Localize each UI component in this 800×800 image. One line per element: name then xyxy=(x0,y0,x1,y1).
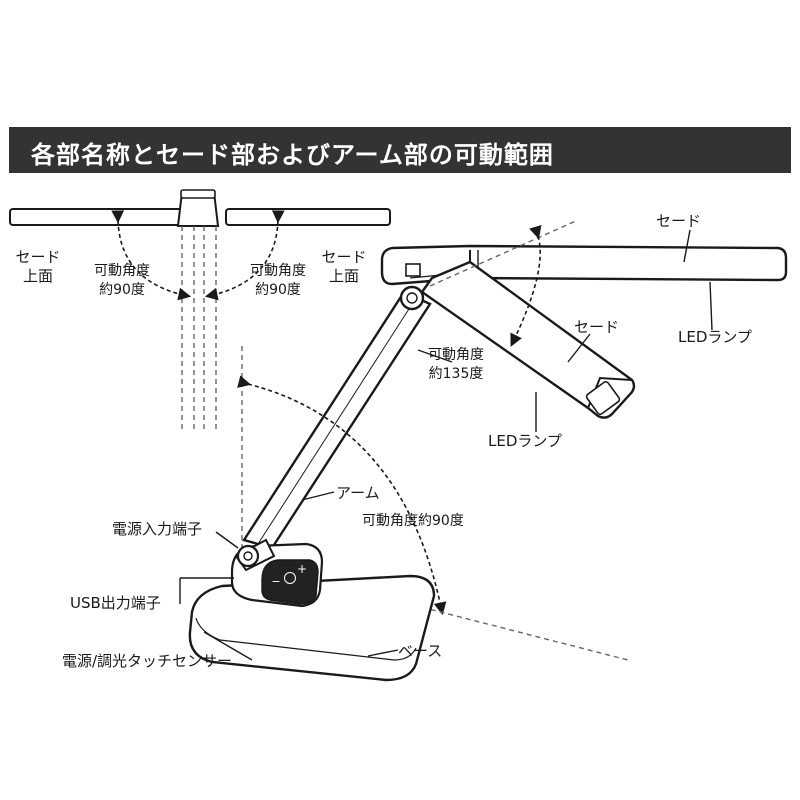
label-power-input: 電源入力端子 xyxy=(112,520,203,538)
shade-top-view xyxy=(9,189,391,430)
label-led-lamp-lowered: LEDランプ xyxy=(488,432,562,450)
label-angle-90-right: 可動角度約90度 xyxy=(250,263,306,298)
lamp-base xyxy=(188,538,436,682)
angle-arc-left xyxy=(111,210,192,301)
label-usb-output: USB出力端子 xyxy=(70,594,161,612)
leader-lines xyxy=(179,229,713,661)
shade-bar-right xyxy=(225,208,391,226)
touch-plus-icon: + xyxy=(296,562,308,576)
label-arm-angle: 可動角度約90度 xyxy=(362,513,464,529)
angle-arc-right xyxy=(204,210,285,301)
shade-rotated-dashed xyxy=(181,226,217,430)
label-arm: アーム xyxy=(336,484,380,502)
angle-arc-135 xyxy=(510,224,542,347)
label-touch-sensor: 電源/調光タッチセンサー xyxy=(62,652,233,670)
label-shade-raised: セード xyxy=(656,212,702,230)
label-angle-135: 可動角度約135度 xyxy=(428,347,484,382)
title-bar: 各部名称とセード部およびアーム部の可動範囲 xyxy=(9,127,791,173)
arm xyxy=(242,290,432,550)
label-angle-90-left: 可動角度約90度 xyxy=(94,263,150,298)
arm-angle-arc xyxy=(237,375,447,616)
page-title: 各部名称とセード部およびアーム部の可動範囲 xyxy=(31,141,554,169)
power-icon xyxy=(284,572,296,584)
shade-bar-left xyxy=(9,208,183,226)
label-base: ベース xyxy=(398,642,443,660)
base-plate xyxy=(188,574,436,682)
touch-minus-icon: − xyxy=(271,575,281,588)
label-led-lamp-raised: LEDランプ xyxy=(678,328,752,346)
label-shade-top-right: セード上面 xyxy=(321,248,367,285)
label-shade-top-left: セード上面 xyxy=(15,248,61,285)
label-shade-lowered: セード xyxy=(574,318,620,336)
